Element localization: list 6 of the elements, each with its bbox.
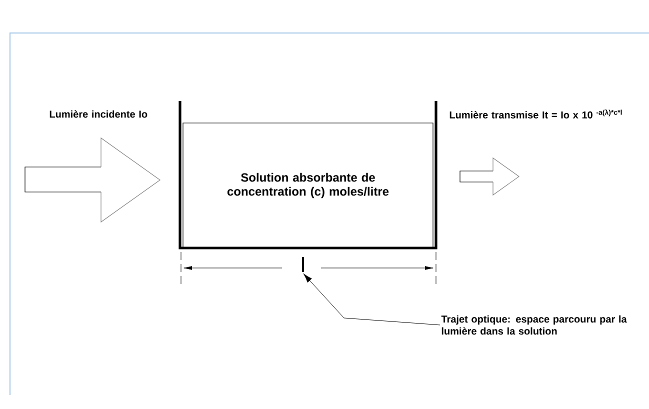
light-label: Lumière incidente Io [50,110,148,118]
center-tick [302,256,304,272]
annotation-text: Trajet optique: espace parcouru par la lumière dans la solution [441,315,627,335]
light-label: Lumière transmise It = Io x 10 $^{-a(λ)*c*l}$ [450,110,622,118]
solution-container: Solution absorbante de concentration (c) moles/litre [178,101,438,250]
leader-line [304,274,440,326]
